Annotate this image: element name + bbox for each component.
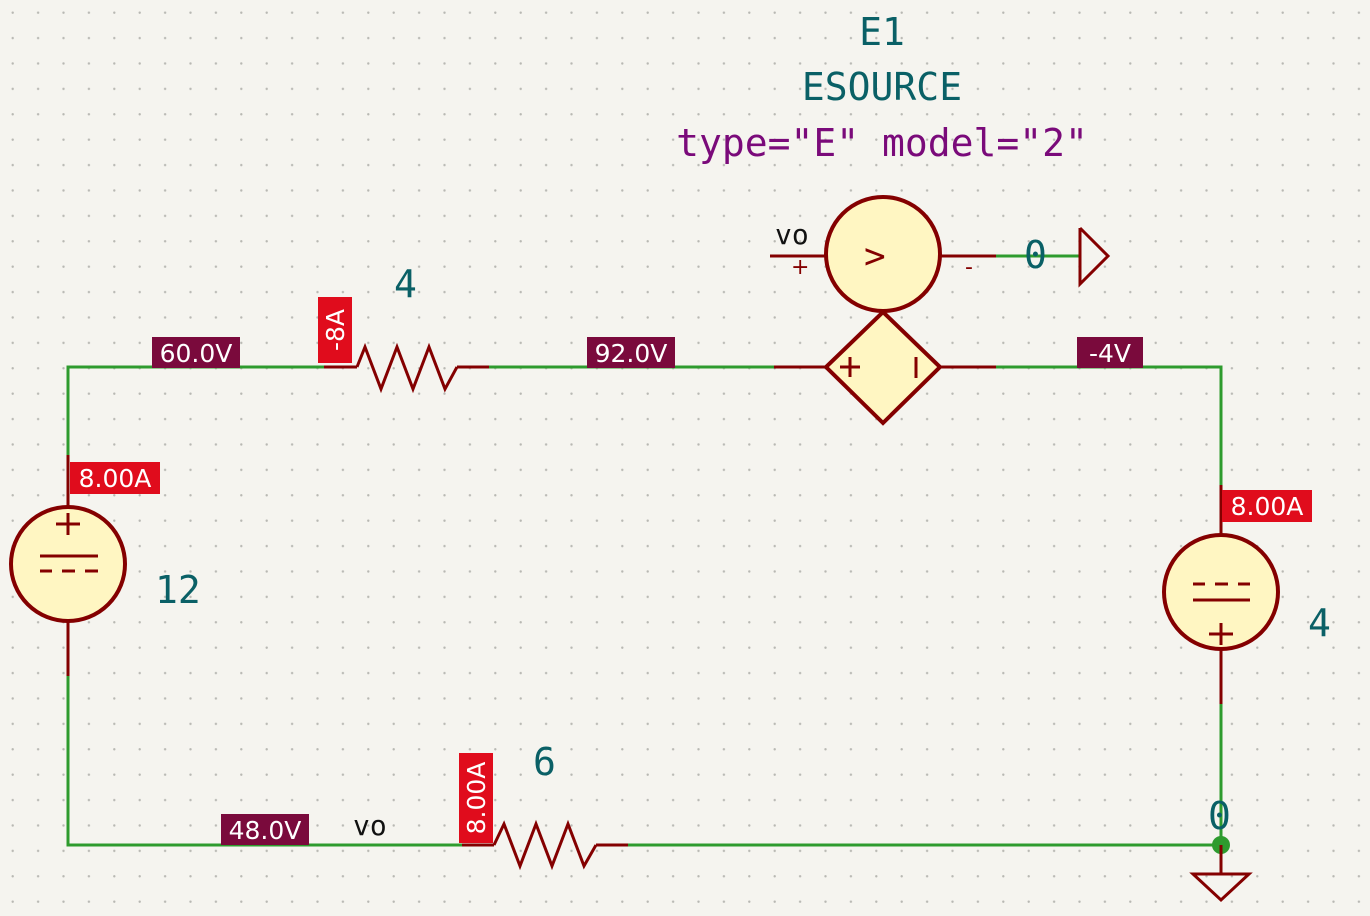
esource-control-sensor[interactable] (770, 195, 996, 313)
voltage-label-bottom-left-text: 48.0V (229, 816, 302, 845)
voltage-label-top-right-text: -4V (1089, 339, 1131, 368)
ground-node-label: 0 (1208, 794, 1231, 838)
resistor-top[interactable] (324, 342, 489, 394)
current-label-resistor-bottom-text: 8.00A (462, 762, 491, 835)
voltage-label-top-mid-text: 92.0V (595, 339, 668, 368)
wire-bottom-left[interactable] (66, 676, 462, 847)
resistor-bottom-value: 6 (533, 740, 556, 784)
current-label-resistor-top-text: -8A (321, 309, 350, 351)
ground-symbol-bottom (1189, 845, 1253, 903)
current-label-source-left-text: 8.00A (79, 464, 152, 493)
current-label-source-right-text: 8.00A (1231, 492, 1304, 521)
current-label-resistor-top: -8A (318, 297, 352, 363)
esource-control-minus-mark: - (965, 255, 973, 280)
esource-ref: E1 (859, 10, 905, 54)
esource-diamond[interactable] (774, 309, 996, 426)
net-label-vo-bottom: vo (353, 809, 387, 842)
voltage-label-top-right: -4V (1077, 337, 1143, 368)
esource-value: ESOURCE (802, 65, 962, 109)
esource-control-symbol: > (864, 236, 886, 277)
resistor-top-value: 4 (394, 262, 417, 306)
source-left-value: 12 (155, 568, 201, 612)
voltage-label-top-left-text: 60.0V (160, 339, 233, 368)
esource-control-plus-mark: + (791, 255, 809, 280)
voltage-label-top-left: 60.0V (152, 337, 240, 368)
resistor-bottom[interactable] (462, 819, 628, 871)
voltage-source-left[interactable] (9, 455, 127, 676)
voltage-source-right[interactable] (1162, 485, 1280, 704)
esource-control-plus-net: vo (775, 218, 809, 251)
wire-top-right[interactable] (996, 365, 1223, 485)
source-right-value: 4 (1308, 601, 1331, 645)
esource-control-minus-net: 0 (1024, 233, 1047, 277)
voltage-label-bottom-left: 48.0V (221, 814, 309, 845)
current-label-source-left: 8.00A (70, 462, 160, 494)
esource-props: type="E" model="2" (676, 121, 1088, 165)
ground-arrow-control (1078, 226, 1111, 288)
current-label-resistor-bottom: 8.00A (459, 753, 493, 843)
voltage-label-top-mid: 92.0V (587, 337, 675, 368)
current-label-source-right: 8.00A (1222, 490, 1312, 522)
